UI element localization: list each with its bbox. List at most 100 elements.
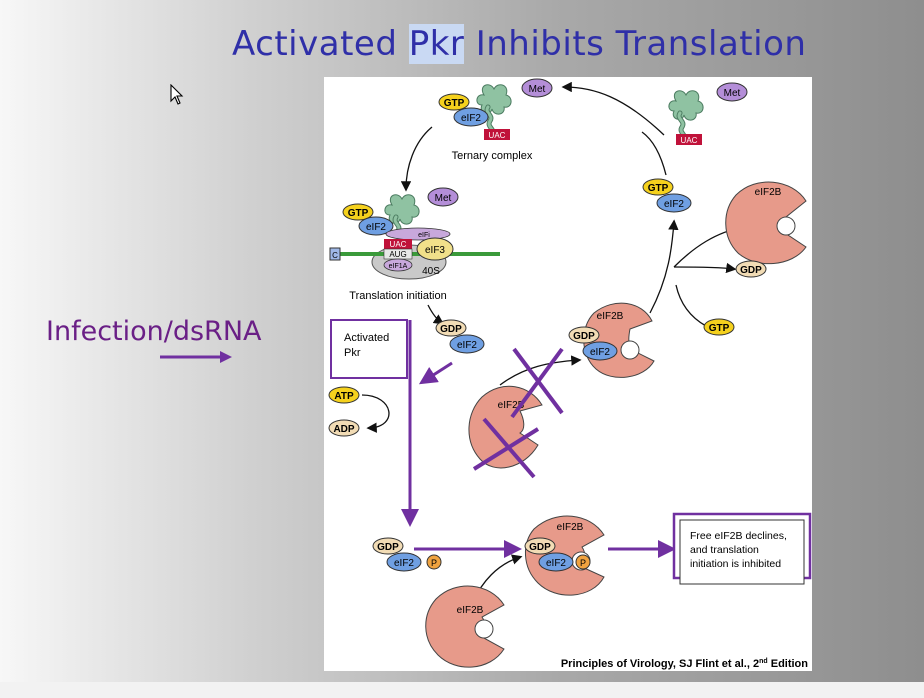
outcome-box-inner xyxy=(679,519,805,585)
aug-label: AUG xyxy=(389,250,406,259)
arrow-gtp-in xyxy=(675,284,707,327)
gdp-label: GDP xyxy=(529,542,551,553)
eif2b-binding-pocket xyxy=(620,340,640,360)
outcome-line2: and translation xyxy=(690,544,759,556)
eif2-bubble xyxy=(453,107,489,127)
uac-label: UAC xyxy=(489,131,506,140)
uac-codon-box xyxy=(676,134,702,145)
eif1a-bubble xyxy=(383,258,413,272)
title-post: Inhibits Translation xyxy=(464,24,807,64)
gtp-bubble xyxy=(703,318,735,336)
atp-label: ATP xyxy=(334,391,354,402)
eif2-label: eIF2 xyxy=(461,113,481,124)
ternary-complex-label: Ternary complex xyxy=(452,150,533,162)
eif2-bubble xyxy=(358,216,394,236)
eif3-bubble xyxy=(416,237,454,261)
adp-bubble xyxy=(328,419,360,437)
eif2-label: eIF2 xyxy=(457,340,477,351)
trna-shape-icon xyxy=(669,91,703,141)
gdp-bubble xyxy=(735,260,767,278)
eif2b-trapped-complex: eIF2B GDP eIF2 P xyxy=(524,515,605,596)
arrow-to-gdp-out xyxy=(673,262,737,274)
gdp-label: GDP xyxy=(740,265,762,276)
met-label: Met xyxy=(529,84,546,95)
eif2-label: eIF2 xyxy=(546,558,566,569)
gtp-label: GTP xyxy=(348,208,369,219)
eif2-label: eIF2 xyxy=(366,222,386,233)
eif2b-pacman-shape xyxy=(468,385,543,469)
citation: Principles of Virology, SJ Flint et al.,… xyxy=(561,658,808,670)
phosphate-label: P xyxy=(431,558,437,568)
gtp-label: GTP xyxy=(709,323,730,334)
gtp-bubble xyxy=(342,203,374,221)
gdp-label: GDP xyxy=(573,331,595,342)
citation-post: Edition xyxy=(768,658,809,670)
gdp-bubble xyxy=(372,537,404,555)
eif2-label: eIF2 xyxy=(394,558,414,569)
eif2-bubble xyxy=(386,552,422,572)
met-bubble xyxy=(521,78,553,98)
ternary-complex-top: Met GTP eIF2 UAC Ternary complex xyxy=(438,78,553,162)
arrow-gtp-eif2-up xyxy=(641,131,667,176)
eif2b-label: eIF2B xyxy=(557,522,584,533)
gdp-bubble xyxy=(568,326,600,344)
eif2b-free-top: eIF2B xyxy=(725,181,807,265)
gdp-bubble xyxy=(524,537,556,555)
eifi-bubble xyxy=(385,227,451,241)
met-label: Met xyxy=(724,88,741,99)
eif2b-pacman-shape xyxy=(425,585,505,668)
gtp-label: GTP xyxy=(444,98,465,109)
ribosome-40s-label: 40S xyxy=(422,266,440,277)
uac-codon-box xyxy=(384,239,412,249)
cross-mark-2b xyxy=(472,427,540,471)
infection-dsrna-label: Infection/dsRNA xyxy=(46,316,262,347)
cross-mark-1b xyxy=(510,347,564,419)
cap-label: C xyxy=(332,251,338,260)
gdp-label: GDP xyxy=(440,324,462,335)
arrow-release-eif2-gdp xyxy=(427,304,445,325)
eif2-bubble xyxy=(582,341,618,361)
gtp-bubble xyxy=(642,178,674,196)
slide-title: Activated Pkr Inhibits Translation xyxy=(232,24,806,68)
eif2b-label: eIF2B xyxy=(498,400,525,411)
atp-to-adp-arrow xyxy=(361,394,390,433)
eif2b-eif2-complex: eIF2B GDP eIF2 xyxy=(568,302,655,378)
activated-pkr-box xyxy=(330,319,408,379)
phosphate-bubble xyxy=(426,554,442,570)
uac-label: UAC xyxy=(390,240,407,249)
title-highlight-pkr: Pkr xyxy=(408,24,465,64)
eif2b-free-bottom: eIF2B xyxy=(425,585,505,668)
eif2-bubble xyxy=(656,193,692,213)
eif2-label: eIF2 xyxy=(664,199,684,210)
mrna-cap xyxy=(329,247,341,261)
mouse-pointer-icon xyxy=(170,84,184,105)
outcome-line3: initiation is inhibited xyxy=(690,558,781,570)
gdp-label: GDP xyxy=(377,542,399,553)
eif2-bubble xyxy=(449,334,485,354)
gdp-bubble xyxy=(435,319,467,337)
met-bubble xyxy=(427,187,459,207)
outcome-line1: Free eIF2B declines, xyxy=(690,530,787,542)
eif2b-label: eIF2B xyxy=(597,311,624,322)
arrow-ternary-to-initiation xyxy=(400,126,433,192)
bottom-strip xyxy=(0,682,924,698)
eif2b-label: eIF2B xyxy=(755,187,782,198)
eif2-label: eIF2 xyxy=(590,347,610,358)
pkr-to-eif2-purple-arrow xyxy=(418,361,453,385)
arrow-met-to-ternary xyxy=(561,81,665,136)
eif2b-crossed: eIF2B xyxy=(468,385,543,469)
eif2b-label: eIF2B xyxy=(457,605,484,616)
translation-initiation-label: Translation initiation xyxy=(349,290,446,302)
adp-label: ADP xyxy=(333,424,354,435)
met-bubble xyxy=(716,82,748,102)
eif2-bubble xyxy=(538,552,574,572)
eif3-label: eIF3 xyxy=(425,245,445,256)
uac-label: UAC xyxy=(681,136,698,145)
met-label: Met xyxy=(435,193,452,204)
initiation-complex: Met GTP eIF2 eIFi 40S C UAC AUG eIF1A eI… xyxy=(329,187,500,302)
eif2b-binding-pocket xyxy=(776,216,796,236)
citation-main: Principles of Virology, SJ Flint et al.,… xyxy=(561,658,759,670)
gtp-label: GTP xyxy=(648,183,669,194)
eif1a-label: eIF1A xyxy=(389,263,408,270)
eif2b-pacman-shape xyxy=(725,181,807,265)
